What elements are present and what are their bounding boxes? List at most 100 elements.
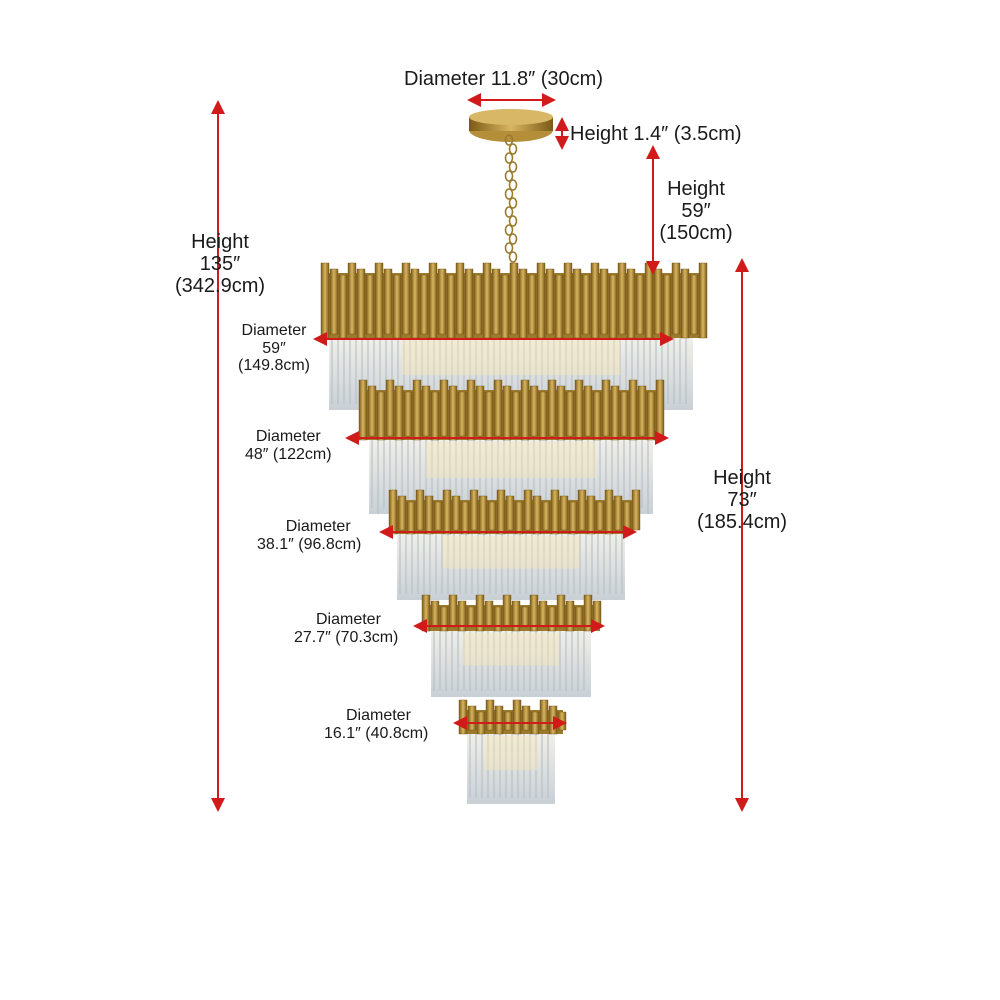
chain <box>504 134 518 263</box>
gold-bar <box>457 391 467 437</box>
gold-bar <box>514 501 524 535</box>
chain-link <box>504 134 514 146</box>
tier3-diameter-label: Diameter 38.1″ (96.8cm) <box>257 518 361 553</box>
gold-bar <box>410 268 420 339</box>
body-height-title: Height <box>713 467 771 489</box>
gold-bar <box>637 385 647 437</box>
gold-bar <box>439 606 449 632</box>
tier-5 <box>458 699 567 804</box>
tier-2 <box>358 379 665 514</box>
chain-link <box>508 215 518 227</box>
gold-bar <box>415 489 425 531</box>
gold-bar <box>619 391 629 437</box>
gold-bar <box>392 274 402 339</box>
tier5-diameter-title: Diameter <box>346 707 411 724</box>
gold-bar <box>574 606 584 628</box>
gold-bar <box>437 268 447 335</box>
gold-bar <box>635 274 645 335</box>
gold-bar <box>466 606 476 628</box>
gold-bar <box>631 489 641 531</box>
gold-bar <box>536 262 546 339</box>
gold-bar <box>403 391 413 437</box>
chain-height-title: Height <box>667 178 725 200</box>
gold-bar <box>394 385 404 441</box>
chain-link <box>508 251 518 263</box>
gold-bar <box>430 600 440 628</box>
gold-bar <box>376 391 386 441</box>
chain-link <box>508 161 518 173</box>
tier1-diameter-in: 59″ <box>262 339 286 357</box>
gold-bar <box>520 379 530 441</box>
chain-link <box>508 143 518 155</box>
gold-bar <box>554 274 564 339</box>
gold-bar <box>680 268 690 339</box>
canopy-height-label: Height 1.4″ (3.5cm) <box>570 123 742 145</box>
gold-bar <box>521 705 531 731</box>
gold-bar <box>604 489 614 535</box>
gold-bar <box>541 501 551 531</box>
gold-bar <box>502 594 512 628</box>
gold-bar <box>511 391 521 437</box>
gold-bar <box>574 379 584 441</box>
tier3-diameter-size: 38.1″ (96.8cm) <box>257 535 362 553</box>
gold-bar <box>662 274 672 339</box>
gold-bar <box>493 606 503 632</box>
gold-bar <box>467 705 477 731</box>
gold-bar <box>583 385 593 437</box>
gold-bar <box>358 379 368 441</box>
gold-bar <box>545 268 555 335</box>
gold-bar <box>406 501 416 535</box>
tier1-diameter-cm: (149.8cm) <box>237 357 311 375</box>
gold-bar <box>446 274 456 339</box>
body-height-in: 73″ <box>727 489 757 511</box>
tier5-diameter-label: Diameter 16.1″ (40.8cm) <box>324 707 428 742</box>
gold-bar <box>592 600 602 628</box>
gold-bar <box>356 268 366 339</box>
gold-bar <box>557 711 567 731</box>
gold-bar <box>374 262 384 339</box>
tier4-diameter-size: 27.7″ (70.3cm) <box>294 628 399 646</box>
gold-bar <box>532 495 542 535</box>
canopy <box>469 109 553 142</box>
gold-bar <box>496 489 506 535</box>
gold-bar <box>626 268 636 339</box>
light-glow <box>401 340 621 376</box>
gold-bar <box>644 262 654 339</box>
gold-bar <box>547 379 557 437</box>
canopy-diameter-label: Diameter 11.8″ (30cm) <box>404 68 603 90</box>
gold-bar <box>671 262 681 335</box>
gold-bar <box>428 262 438 339</box>
gold-bar <box>610 385 620 441</box>
gold-bar <box>527 274 537 335</box>
gold-bar <box>469 489 479 531</box>
gold-bar <box>484 391 494 441</box>
body-height-cm: (185.4cm) <box>696 511 788 533</box>
overall-height-title: Height <box>191 231 249 253</box>
gold-bar <box>475 385 485 437</box>
tier-4 <box>421 594 602 697</box>
gold-bar <box>622 501 632 535</box>
gold-bar <box>421 385 431 437</box>
gold-bar <box>448 385 458 441</box>
gold-bar <box>458 699 468 735</box>
chain-height-label: Height 59″ (150cm) <box>650 178 742 244</box>
gold-bar <box>617 262 627 335</box>
gold-bar <box>548 705 558 735</box>
gold-bar <box>590 262 600 339</box>
body-height-label: Height 73″ (185.4cm) <box>692 467 792 533</box>
gold-bar <box>473 274 483 335</box>
gold-bar <box>383 268 393 335</box>
gold-bar <box>698 262 708 339</box>
overall-height-label: Height 135″ (342.9cm) <box>170 231 270 297</box>
gold-bar <box>482 262 492 339</box>
gold-bar <box>547 606 557 632</box>
gold-bar <box>433 501 443 531</box>
gold-bar <box>529 385 539 437</box>
gold-bar <box>586 495 596 535</box>
gold-bar <box>419 274 429 335</box>
gold-bar <box>503 711 513 731</box>
gold-bar <box>494 705 504 735</box>
light-glow <box>442 536 580 569</box>
tier4-diameter-title: Diameter <box>316 611 381 628</box>
